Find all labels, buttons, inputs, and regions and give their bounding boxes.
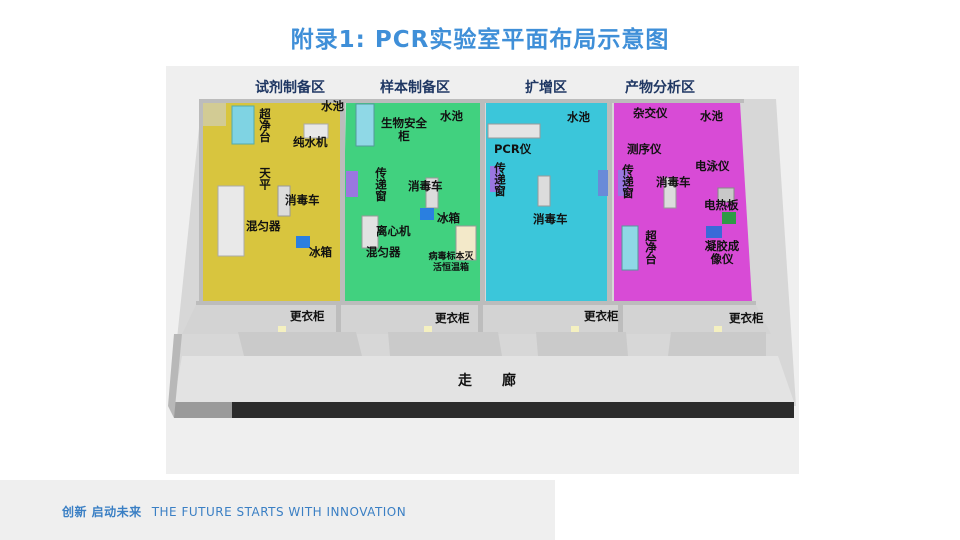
label-centrifuge: 离心机 — [376, 224, 411, 238]
label-sink: 水池 — [440, 109, 463, 123]
wall — [340, 99, 345, 304]
label-water-machine: 纯水机 — [293, 135, 328, 149]
label-locker: 更衣柜 — [435, 311, 470, 325]
label-bio-cabinet: 生物安全柜 — [381, 116, 427, 143]
locker-icon — [278, 326, 286, 332]
label-hybrid: 杂交仪 — [633, 106, 668, 120]
zone-label-reagent: 试剂制备区 — [255, 80, 325, 96]
label-pass-window: 传递窗 — [621, 164, 635, 199]
pass-window-shape — [490, 166, 500, 192]
label-pass-window: 传递窗 — [374, 167, 388, 202]
clean-bench-shape — [231, 105, 255, 145]
label-locker: 更衣柜 — [584, 309, 619, 323]
pass-window-shape — [346, 171, 358, 197]
label-clean-bench: 超净台 — [258, 108, 272, 143]
water-machine-shape — [303, 123, 329, 139]
label-electrophoresis: 电泳仪 — [695, 159, 730, 173]
locker-counter — [238, 332, 362, 356]
sample-room-floor — [342, 102, 481, 301]
wall — [478, 305, 483, 355]
wall — [336, 305, 341, 355]
label-fridge: 冰箱 — [437, 211, 460, 225]
label-mixer: 混匀器 — [366, 245, 401, 259]
zone-label-sample: 样本制备区 — [380, 80, 450, 96]
pass-window-shape — [618, 170, 628, 196]
wall — [607, 99, 612, 304]
centrifuge-shape — [361, 215, 379, 249]
locker-icon — [424, 326, 432, 332]
label-balance: 天平 — [258, 167, 272, 190]
label-cart: 消毒车 — [656, 175, 691, 189]
floor-plan-diagram — [168, 99, 796, 418]
locker-icon — [714, 326, 722, 332]
label-pcr: PCR仪 — [494, 142, 532, 156]
footer-band — [0, 480, 555, 540]
label-clean-bench: 超净台 — [644, 230, 658, 265]
bench-shape — [217, 185, 245, 257]
wall — [196, 301, 756, 305]
label-heater: 电热板 — [704, 198, 739, 212]
pass-window-shape — [598, 170, 608, 196]
pcr-bench-shape — [487, 123, 541, 139]
locker-counter — [536, 332, 628, 356]
cart-shape — [537, 175, 551, 207]
zone-label-amplification: 扩增区 — [525, 80, 567, 96]
outer-wall-left — [168, 334, 182, 418]
bio-cabinet-shape — [355, 103, 375, 147]
clean-bench-shape — [621, 225, 639, 271]
imager-shape — [706, 226, 722, 238]
label-sink: 水池 — [700, 109, 723, 123]
label-sink: 水池 — [567, 110, 590, 124]
corridor-label: 走廊 — [458, 373, 546, 389]
label-mixer: 混匀器 — [246, 219, 281, 233]
incubator-shape — [455, 225, 477, 261]
wall — [480, 99, 485, 304]
label-fridge: 冰箱 — [309, 245, 332, 259]
label-cart: 消毒车 — [285, 193, 320, 207]
label-imager: 凝胶成像仪 — [704, 239, 740, 266]
locker-icon — [571, 326, 579, 332]
label-locker: 更衣柜 — [290, 309, 325, 323]
locker-counter — [388, 332, 502, 356]
label-cart: 消毒车 — [533, 212, 568, 226]
wall — [199, 99, 744, 103]
locker-counter — [668, 332, 766, 356]
label-incubator: 病毒标本灭活恒温箱 — [428, 252, 474, 273]
label-pass-window: 传递窗 — [493, 162, 507, 197]
footer-slogan: 创新 启动未来 — [62, 505, 142, 519]
cart-shape — [277, 185, 291, 217]
label-locker: 更衣柜 — [729, 311, 764, 325]
electrophoresis-shape — [717, 187, 735, 203]
footer: 创新 启动未来 THE FUTURE STARTS WITH INNOVATION — [62, 503, 406, 520]
fridge-shape — [296, 236, 310, 248]
wall — [199, 99, 203, 304]
anteroom-floor — [182, 305, 771, 334]
label-cart: 消毒车 — [408, 179, 443, 193]
corridor-floor — [174, 356, 794, 402]
analysis-room-floor — [614, 102, 752, 301]
wall — [618, 305, 623, 355]
cart-shape — [663, 177, 677, 209]
page-title: 附录1: PCR实验室平面布局示意图 — [290, 27, 670, 53]
outer-wall-dark — [232, 402, 794, 418]
heater-shape — [722, 212, 736, 224]
fridge-shape — [420, 208, 434, 220]
wall-corner — [202, 102, 226, 126]
footer-english: THE FUTURE STARTS WITH INNOVATION — [151, 505, 407, 519]
zone-label-analysis: 产物分析区 — [625, 80, 695, 96]
label-sink: 水池 — [321, 99, 344, 113]
label-sequencer: 测序仪 — [627, 142, 662, 156]
